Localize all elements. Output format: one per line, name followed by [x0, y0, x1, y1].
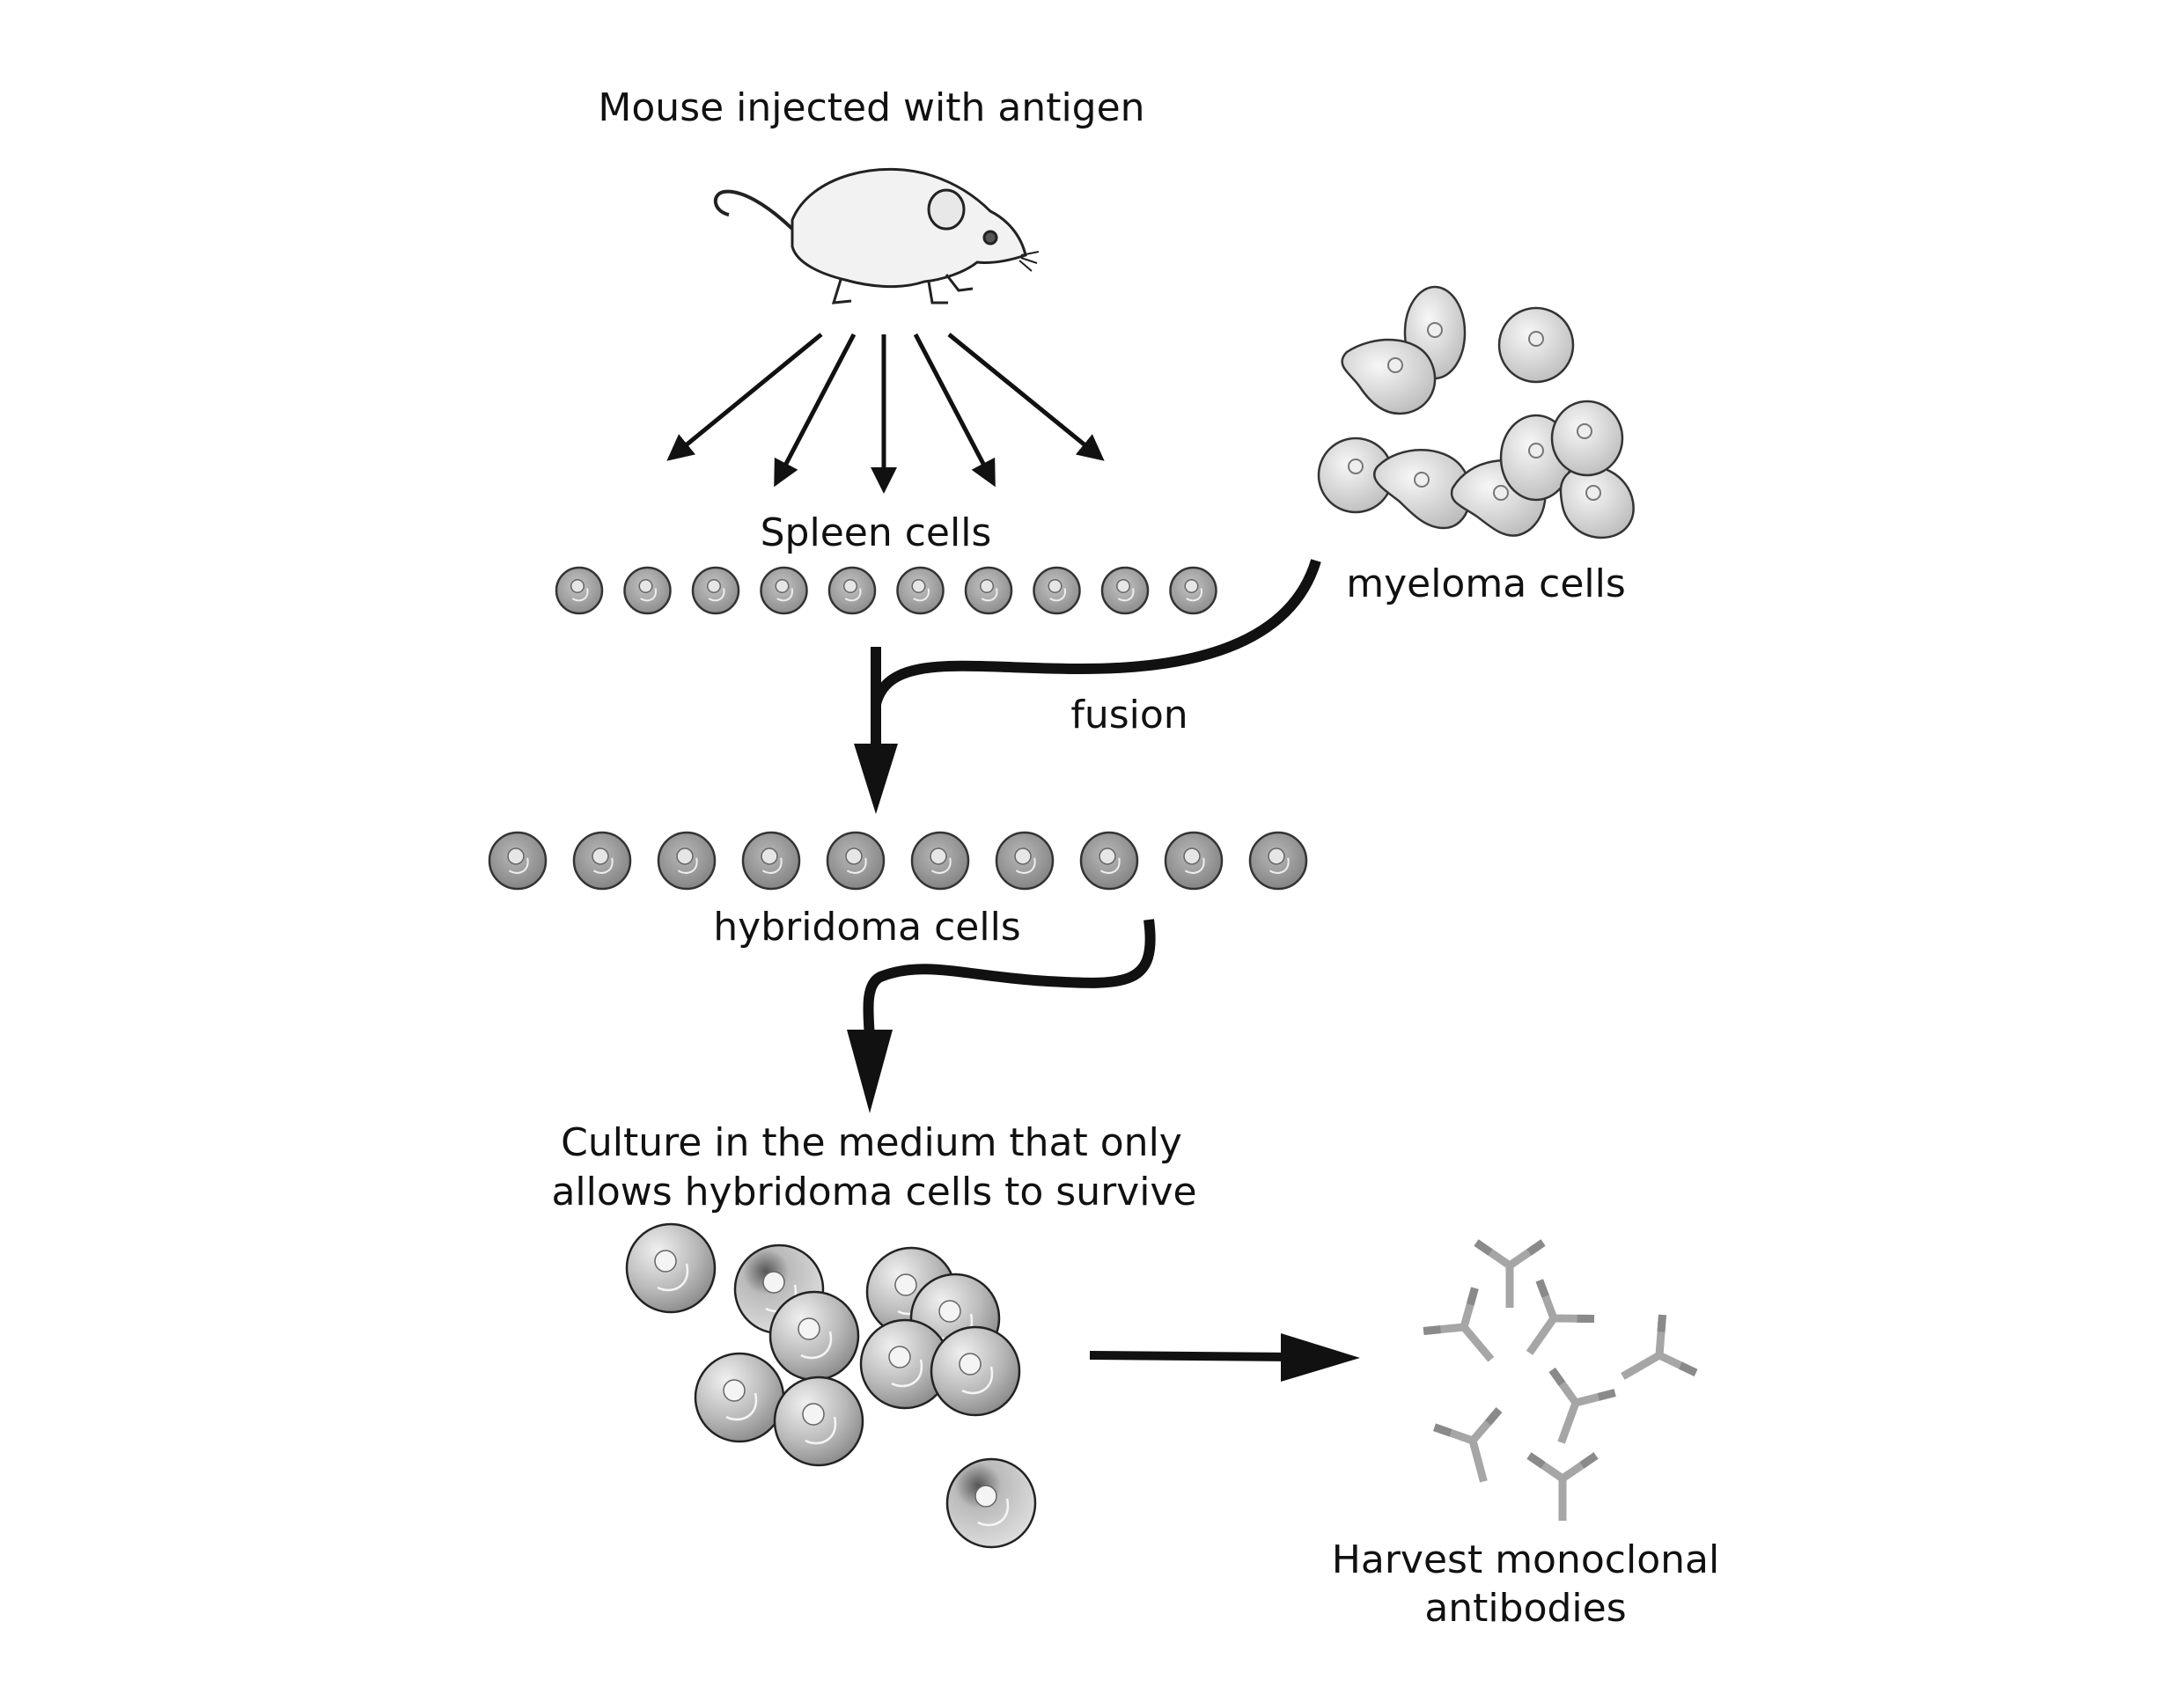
fan-arrow-5 [947, 333, 1105, 461]
fusion-arrows [854, 559, 1321, 814]
spleen-cell [623, 566, 672, 615]
spleen-cell [691, 566, 740, 615]
hybridoma-label: hybridoma cells [713, 905, 1020, 950]
spleen-label: Spleen cells [761, 510, 992, 555]
hybridoma-cell [826, 831, 886, 891]
hybridoma-to-culture-arrow [847, 919, 1156, 1113]
culture-cell [773, 1376, 864, 1467]
antibody-icon [1548, 1367, 1616, 1444]
spleen-cell [1033, 566, 1081, 615]
fan-arrow-1 [666, 333, 823, 461]
culture-cell-cluster [625, 1222, 1037, 1549]
culture-cell [768, 1290, 860, 1382]
culture-to-antibodies-arrow [1089, 1333, 1360, 1382]
mouse-icon [714, 167, 1040, 304]
spleen-cell [964, 566, 1013, 615]
hybridoma-cell [488, 831, 548, 891]
hybridoma-cell [1079, 831, 1139, 891]
antibody-icon [1526, 1279, 1595, 1355]
fusion-arrowhead [854, 744, 898, 814]
harvest-label-line1: Harvest monoclonal [1332, 1537, 1719, 1582]
hybridoma-cells-row [488, 831, 1308, 891]
spleen-cell [555, 566, 604, 615]
hybridoma-cell [995, 831, 1055, 891]
antibody-group [1423, 1239, 1698, 1521]
harvest-label-line2: antibodies [1424, 1586, 1626, 1631]
spleen-cell [896, 566, 945, 615]
myeloma-cell [1372, 449, 1472, 530]
culture-cell [859, 1318, 951, 1410]
hybridoma-cell [910, 831, 970, 891]
hybridoma-cell [1164, 831, 1224, 891]
spleen-cell [760, 566, 808, 615]
spleen-cell [1100, 566, 1150, 615]
mouse-label: Mouse injected with antigen [598, 85, 1144, 130]
fusion-curve [871, 559, 1321, 706]
hybridoma-cell [657, 831, 717, 891]
spleen-cell [827, 566, 877, 615]
fan-arrow-4 [913, 333, 996, 488]
hybridoma-cell [572, 831, 632, 891]
culture-cell [694, 1352, 785, 1443]
hybridoma-cell [741, 831, 801, 891]
myeloma-label: myeloma cells [1346, 561, 1626, 606]
antibody-icon [1474, 1239, 1546, 1308]
mouse-to-spleen-arrows [666, 333, 1105, 494]
culture-cell [930, 1325, 1021, 1417]
culture-cell [945, 1457, 1037, 1549]
fan-arrow-2 [774, 333, 857, 488]
myeloma-cell-cluster [1317, 285, 1635, 539]
spleen-cells-row [555, 566, 1217, 615]
culture-label-line2: allows hybridoma cells to survive [551, 1170, 1196, 1214]
culture-label-line1: Culture in the medium that only [561, 1120, 1182, 1165]
antibody-icon [1526, 1452, 1599, 1521]
antibody-icon [1433, 1407, 1503, 1483]
antibody-icon [1423, 1287, 1495, 1362]
culture-cell [625, 1222, 717, 1314]
myeloma-cell [1559, 465, 1635, 539]
hybridoma-cell [1248, 831, 1308, 891]
myeloma-cell [1341, 338, 1437, 415]
spleen-cell [1169, 566, 1217, 615]
antibody-icon [1621, 1314, 1698, 1380]
fusion-label: fusion [1070, 693, 1188, 737]
